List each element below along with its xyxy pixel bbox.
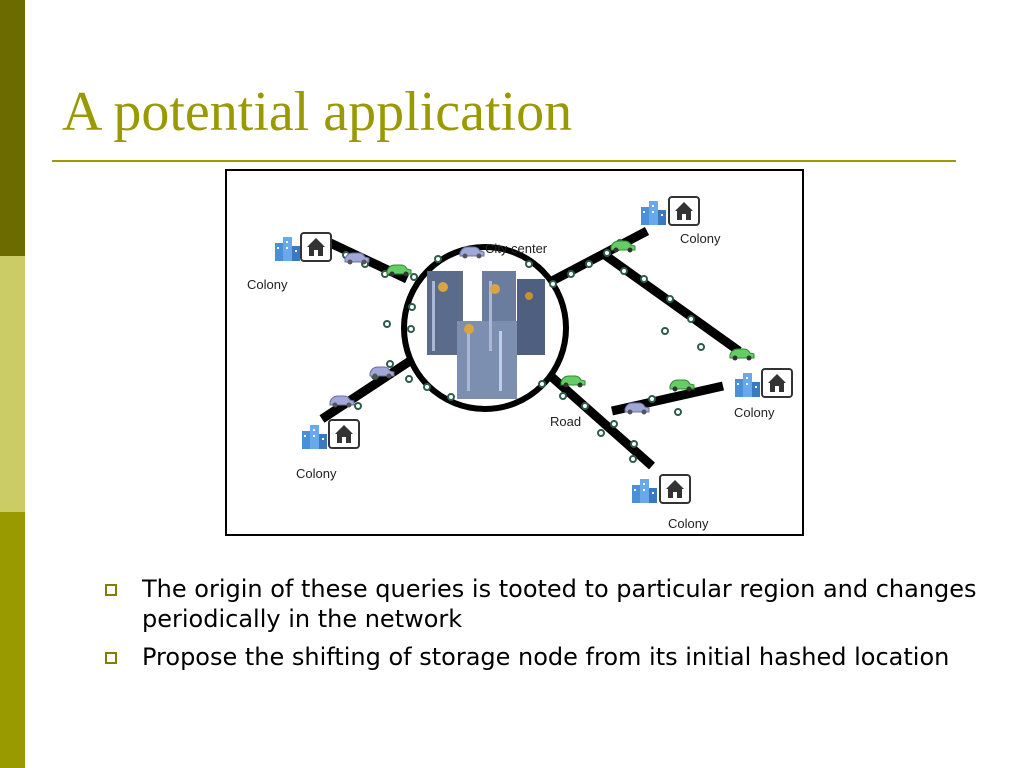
network-diagram-svg: City center Road Colony Colony Colony Co…	[247, 196, 793, 531]
bullet-item: Propose the shifting of storage node fro…	[105, 642, 985, 672]
network-diagram: City center Road Colony Colony Colony Co…	[225, 169, 804, 536]
road-label: Road	[550, 414, 581, 429]
colony-right-label: Colony	[734, 405, 775, 420]
colony-top-right-icons	[641, 196, 700, 226]
colony-bottom-right-label: Colony	[668, 516, 709, 531]
bullet-list: The origin of these queries is tooted to…	[105, 574, 985, 680]
slide-title: A potential application	[62, 81, 573, 143]
bullet-text: Propose the shifting of storage node fro…	[142, 643, 950, 671]
bullet-square-icon	[105, 584, 117, 596]
colony-top-left-label: Colony	[247, 277, 288, 292]
city-buildings-image	[427, 271, 545, 399]
bullet-square-icon	[105, 652, 117, 664]
bullet-text: The origin of these queries is tooted to…	[142, 575, 977, 633]
title-underline	[52, 160, 956, 162]
bullet-item: The origin of these queries is tooted to…	[105, 574, 985, 634]
sidebar-band-bottom	[0, 512, 25, 768]
road-bottom-left	[319, 357, 413, 423]
colony-bottom-left-icons	[302, 419, 360, 449]
sidebar-band-top	[0, 0, 25, 256]
colony-top-right-label: Colony	[680, 231, 721, 246]
sidebar-band-middle	[0, 256, 25, 512]
city-center-label: City center	[485, 241, 548, 256]
colony-top-left-icons	[275, 232, 332, 262]
colony-right-icons	[735, 368, 793, 398]
colony-bottom-right-icons	[632, 474, 691, 504]
road-bottom-right	[542, 367, 655, 470]
colony-bottom-left-label: Colony	[296, 466, 337, 481]
sensor-nodes	[342, 239, 705, 463]
